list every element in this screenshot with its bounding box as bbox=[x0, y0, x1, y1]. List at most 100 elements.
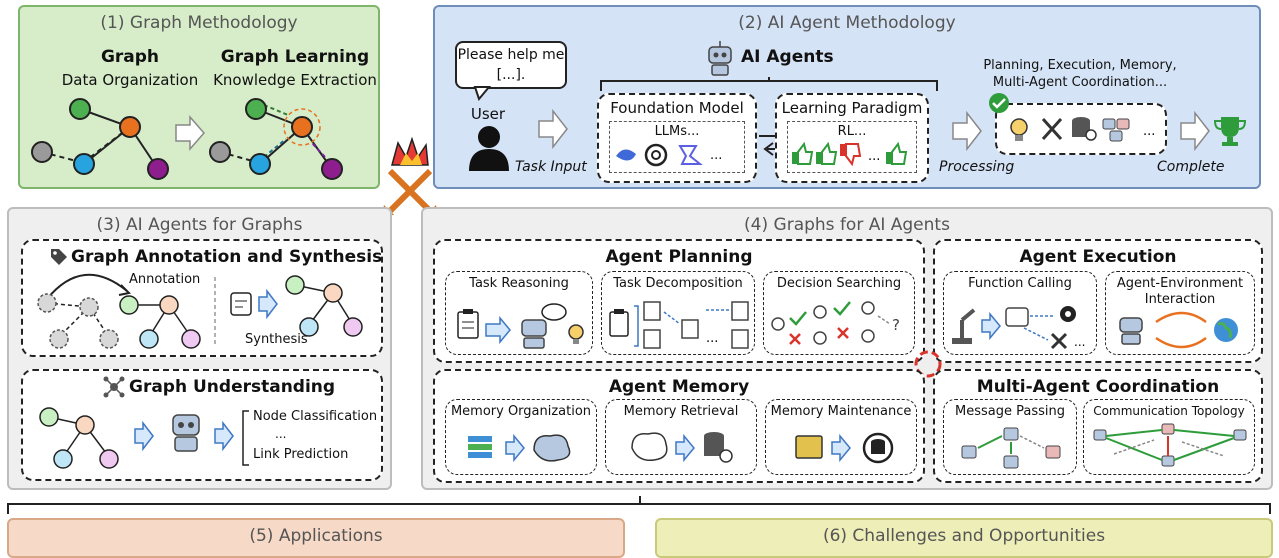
graph-subheading: Data Organization bbox=[61, 71, 199, 89]
database-search-icon bbox=[1072, 117, 1097, 141]
node-classification-label: Node Classification bbox=[253, 409, 378, 424]
svg-text:...: ... bbox=[1074, 335, 1085, 349]
panel-title: (2) AI Agent Methodology bbox=[738, 13, 956, 33]
database-search-icon bbox=[704, 432, 733, 463]
trophy-icon bbox=[1213, 117, 1247, 146]
right-arrow-icon bbox=[175, 115, 205, 151]
complete-label: Complete bbox=[1157, 159, 1225, 175]
memory-maintenance-box: Memory Maintenance bbox=[765, 399, 917, 475]
database-refresh-icon bbox=[862, 432, 894, 464]
function-calling-label: Function Calling bbox=[968, 276, 1072, 291]
decision-searching-label: Decision Searching bbox=[776, 276, 902, 291]
robot-icon bbox=[1161, 455, 1175, 467]
memory-organization-box: Memory Organization bbox=[445, 399, 597, 475]
thumbs-up-icon bbox=[792, 141, 814, 165]
bottom-bracket bbox=[7, 496, 1271, 514]
node-green bbox=[69, 98, 91, 120]
robot-icon bbox=[1093, 429, 1107, 441]
panel-title: (3) AI Agents for Graphs bbox=[96, 215, 303, 235]
memory-organization-label: Memory Organization bbox=[450, 404, 592, 419]
task-decomposition-label: Task Decomposition bbox=[613, 276, 743, 291]
task-input-label: Task Input bbox=[515, 159, 587, 175]
folder-wrench-icon bbox=[795, 435, 823, 459]
node-blue bbox=[73, 153, 95, 175]
robot-icon bbox=[708, 41, 732, 76]
foundation-model-title: Foundation Model bbox=[610, 99, 744, 117]
focus-ring bbox=[283, 108, 321, 146]
panel-title: (5) Applications bbox=[249, 526, 383, 546]
agent-group-icon bbox=[1102, 118, 1130, 142]
agent-environment-icons bbox=[1119, 311, 1238, 349]
cycle-icon bbox=[914, 350, 942, 378]
agent-memory-title: Agent Memory bbox=[608, 377, 750, 397]
right-arrow-icon bbox=[831, 433, 851, 463]
llm-logos bbox=[616, 143, 703, 167]
robot-icon bbox=[1045, 445, 1061, 459]
robot-icon bbox=[1003, 427, 1019, 441]
panel-title: (1) Graph Methodology bbox=[100, 13, 298, 33]
tools-icon bbox=[1041, 117, 1063, 141]
memory-maintenance-label: Memory Maintenance bbox=[770, 404, 912, 419]
robot-icon bbox=[521, 319, 547, 349]
task-reasoning-box: Task Reasoning bbox=[445, 271, 593, 355]
right-arrow-icon bbox=[981, 311, 1001, 341]
thumbs-up-icon bbox=[816, 141, 838, 165]
ai-agents-heading: AI Agents bbox=[741, 47, 834, 67]
agent-execution-title: Agent Execution bbox=[1019, 247, 1177, 267]
graph-understanding-box: Graph Understanding Node Classification … bbox=[21, 369, 383, 481]
location-pin-icon bbox=[771, 301, 875, 345]
task-reasoning-icons bbox=[457, 303, 584, 349]
processing-label: Processing bbox=[939, 159, 1015, 175]
whale-logo-icon bbox=[616, 149, 636, 161]
feedback-icons: ... bbox=[792, 141, 908, 167]
gear-icon bbox=[1060, 306, 1076, 322]
document-icon bbox=[731, 329, 749, 349]
communication-topology-label: Communication Topology bbox=[1093, 404, 1245, 418]
user-icon bbox=[469, 126, 509, 171]
process-icons: ... bbox=[1010, 117, 1155, 142]
ai-agents-for-graphs-panel: (3) AI Agents for Graphs Graph Annotatio… bbox=[7, 207, 392, 490]
document-icon bbox=[643, 329, 661, 349]
conflict-icon bbox=[382, 136, 438, 215]
lightbulb-icon bbox=[568, 324, 584, 344]
brain-icon bbox=[533, 434, 571, 462]
graph-learning-subheading: Knowledge Extraction bbox=[213, 71, 377, 89]
node-orange bbox=[119, 116, 141, 138]
panel-title: (4) Graphs for AI Agents bbox=[744, 215, 950, 235]
applications-panel: (5) Applications bbox=[7, 518, 625, 558]
toolbox-icon bbox=[1005, 307, 1029, 327]
agent-execution-box: Agent Execution Function Calling ... Age… bbox=[933, 239, 1263, 363]
agent-environment-label-2: Interaction bbox=[1144, 292, 1216, 307]
memory-retrieval-label: Memory Retrieval bbox=[623, 404, 739, 419]
agent-environment-box: Agent-Environment Interaction bbox=[1105, 271, 1255, 355]
right-arrow-icon bbox=[675, 433, 695, 463]
decision-searching-icons: ? bbox=[771, 301, 900, 345]
planning-line-1: Planning, Execution, Memory, bbox=[983, 58, 1177, 73]
learning-paradigm-box: Learning Paradigm RL... ... bbox=[775, 93, 929, 183]
right-arrow-icon bbox=[1180, 110, 1210, 152]
link-prediction-label: Link Prediction bbox=[253, 447, 349, 462]
openai-logo-icon bbox=[644, 143, 668, 167]
right-arrow-icon bbox=[952, 110, 982, 152]
check-circle-icon bbox=[989, 93, 1009, 113]
annotation-label: Annotation bbox=[129, 272, 201, 287]
challenges-opportunities-panel: (6) Challenges and Opportunities bbox=[655, 518, 1273, 558]
right-arrow-icon bbox=[485, 315, 511, 345]
message-passing-label: Message Passing bbox=[955, 404, 1065, 419]
right-arrow-icon bbox=[134, 420, 154, 452]
processing-steps-box: ... bbox=[995, 103, 1167, 155]
robot-icon bbox=[961, 445, 977, 459]
svg-text:...: ... bbox=[868, 149, 880, 164]
synthesis-label: Synthesis bbox=[245, 332, 308, 347]
bracket bbox=[600, 77, 938, 91]
user-label: User bbox=[470, 105, 506, 123]
graph-learning-heading: Graph Learning bbox=[220, 47, 370, 67]
graph-illustration bbox=[31, 98, 343, 180]
tools-icon bbox=[1050, 332, 1068, 350]
graphs-for-ai-agents-panel: (4) Graphs for AI Agents Agent Planning … bbox=[421, 207, 1273, 490]
bubble-text: Please help me [...]. bbox=[457, 47, 565, 83]
tag-icon bbox=[51, 249, 67, 265]
memory-retrieval-box: Memory Retrieval bbox=[605, 399, 757, 475]
graph-understanding-title: Graph Understanding bbox=[129, 377, 336, 397]
right-arrow-icon bbox=[258, 288, 278, 320]
